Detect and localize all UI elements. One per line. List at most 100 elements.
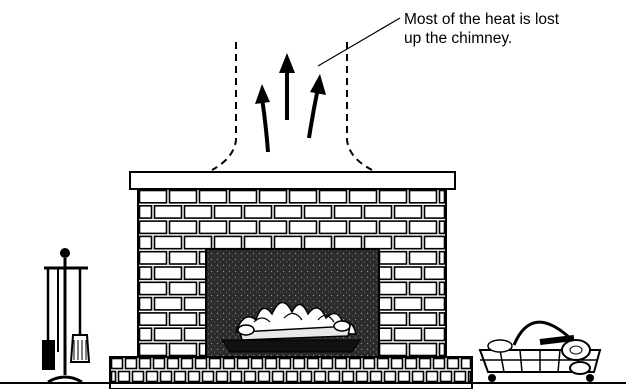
brick xyxy=(210,359,221,369)
brick xyxy=(410,282,437,294)
brick xyxy=(335,236,362,248)
brick xyxy=(140,282,167,294)
brick xyxy=(287,372,298,382)
brick xyxy=(440,191,445,203)
brick xyxy=(365,206,392,218)
brick xyxy=(230,191,257,203)
brick xyxy=(170,313,197,325)
brick xyxy=(245,206,272,218)
brick xyxy=(215,236,242,248)
brick xyxy=(469,372,471,382)
brick xyxy=(410,344,437,356)
brick xyxy=(410,313,437,325)
mantel xyxy=(130,172,455,189)
brick xyxy=(140,267,152,279)
brick xyxy=(410,252,437,264)
brick xyxy=(392,359,403,369)
brick xyxy=(238,359,249,369)
brick xyxy=(266,359,277,369)
brick xyxy=(224,359,235,369)
brick xyxy=(380,221,407,233)
brick xyxy=(365,236,392,248)
brick xyxy=(275,206,302,218)
brick xyxy=(395,298,422,310)
brick xyxy=(335,206,362,218)
brick xyxy=(427,372,438,382)
brick xyxy=(410,191,437,203)
annotation-leader-line xyxy=(318,18,400,66)
brick xyxy=(462,359,471,369)
brick xyxy=(385,372,396,382)
annotation-line-2: up the chimney. xyxy=(404,29,624,48)
brick xyxy=(440,252,445,264)
brick xyxy=(140,236,152,248)
brick xyxy=(380,252,407,264)
chimney-outline xyxy=(212,42,372,170)
brick xyxy=(140,191,167,203)
brick xyxy=(455,372,466,382)
brick xyxy=(133,372,144,382)
brick xyxy=(260,191,287,203)
brick xyxy=(245,372,256,382)
brick xyxy=(112,359,123,369)
brick xyxy=(413,372,424,382)
brick xyxy=(320,191,347,203)
brick xyxy=(147,372,158,382)
brick xyxy=(170,221,197,233)
brick xyxy=(350,359,361,369)
brick xyxy=(315,372,326,382)
brick xyxy=(154,359,165,369)
brick xyxy=(440,221,445,233)
brick xyxy=(308,359,319,369)
brick xyxy=(294,359,305,369)
brick xyxy=(305,236,332,248)
brick xyxy=(380,191,407,203)
brick xyxy=(170,344,197,356)
chimney-heat-loss-annotation: Most of the heat is lost up the chimney. xyxy=(404,10,624,48)
brick xyxy=(425,328,445,340)
brick xyxy=(425,298,445,310)
brick xyxy=(273,372,284,382)
brick xyxy=(140,344,167,356)
brick xyxy=(395,328,422,340)
brick xyxy=(305,206,332,218)
brick xyxy=(215,206,242,218)
brick xyxy=(260,221,287,233)
brick xyxy=(231,372,242,382)
brick xyxy=(322,359,333,369)
brick xyxy=(395,267,422,279)
brick xyxy=(290,191,317,203)
brick xyxy=(425,206,445,218)
log-basket xyxy=(480,322,600,382)
brick xyxy=(378,359,389,369)
brick xyxy=(155,328,182,340)
brick xyxy=(112,372,116,382)
brick xyxy=(425,267,445,279)
brick xyxy=(155,236,182,248)
brick xyxy=(448,359,459,369)
brick xyxy=(140,328,152,340)
brick xyxy=(380,344,407,356)
brick xyxy=(168,359,179,369)
heat-arrow-left xyxy=(262,98,268,152)
brick xyxy=(170,282,197,294)
brick xyxy=(441,372,452,382)
brick xyxy=(175,372,186,382)
brick xyxy=(217,372,228,382)
heat-arrows xyxy=(255,53,326,152)
brick xyxy=(395,206,422,218)
brick xyxy=(185,206,212,218)
brick xyxy=(380,282,407,294)
brick xyxy=(301,372,312,382)
brick xyxy=(155,206,182,218)
brick xyxy=(140,221,167,233)
brick xyxy=(350,221,377,233)
brick xyxy=(336,359,347,369)
brick xyxy=(290,221,317,233)
brick xyxy=(170,252,197,264)
brick xyxy=(230,221,257,233)
brick xyxy=(440,282,445,294)
brick xyxy=(364,359,375,369)
brick xyxy=(119,372,130,382)
